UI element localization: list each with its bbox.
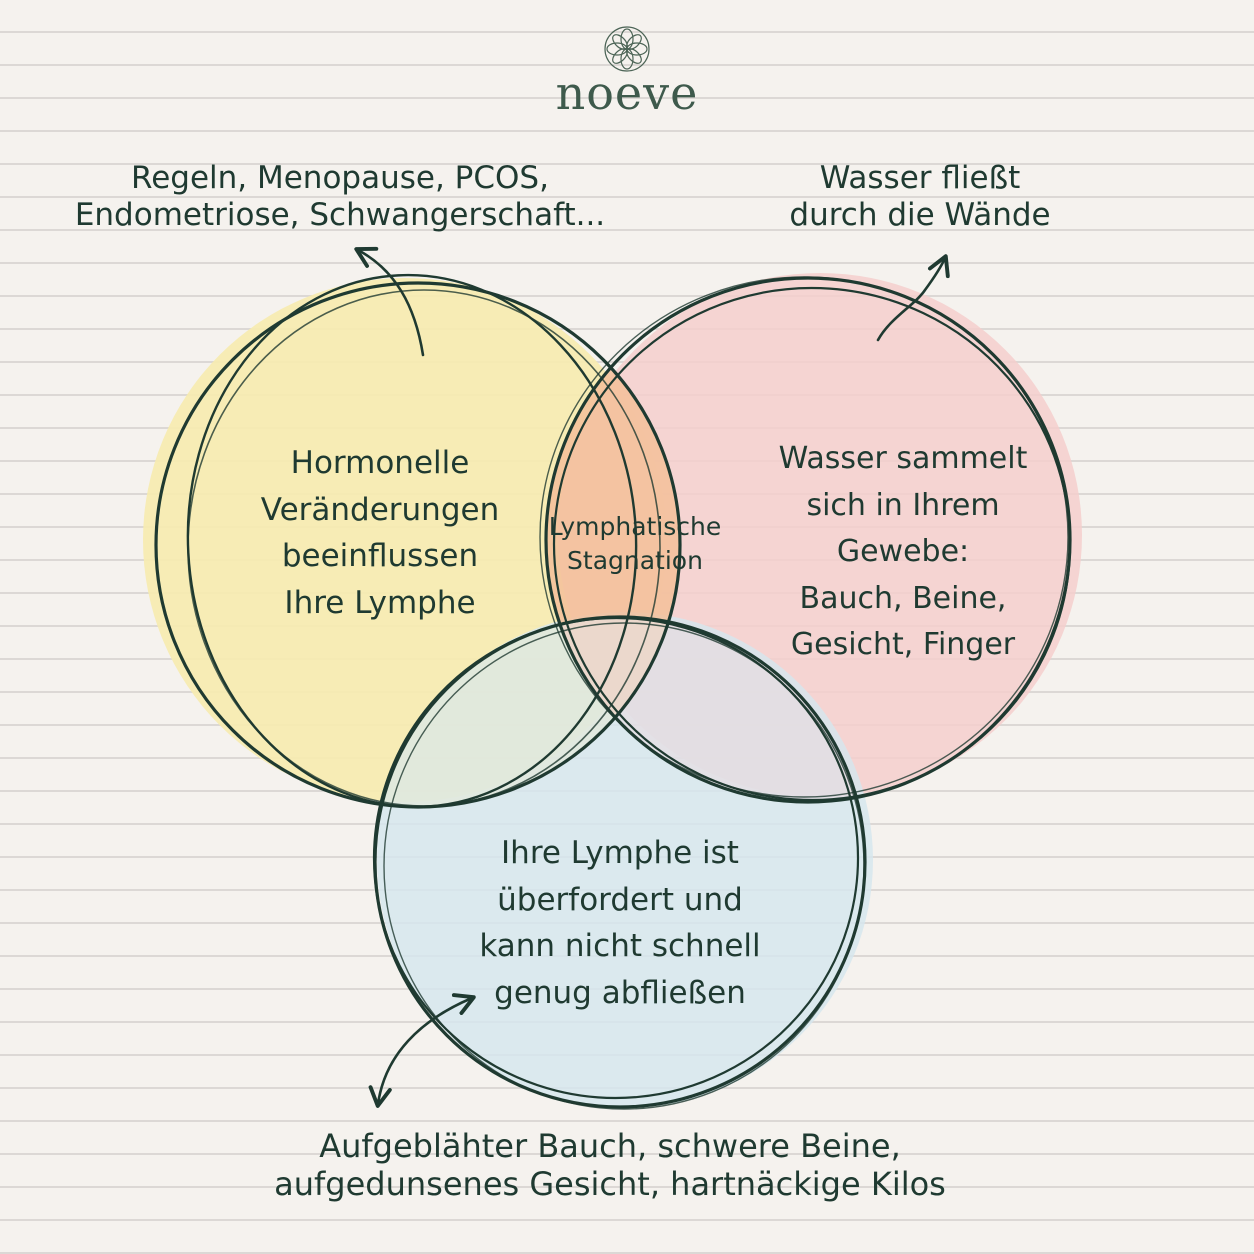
arrow-hormones-annotation — [354, 246, 425, 357]
lymph-annotation: Aufgeblähter Bauch, schwere Beine, aufge… — [274, 1127, 946, 1203]
arrow-lymph-annotation — [368, 993, 476, 1108]
blue-circle-outline — [372, 615, 867, 1110]
flower-icon — [604, 26, 650, 72]
arrow-water-annotation — [876, 254, 950, 342]
water-label: Wasser sammelt sich in Ihrem Gewebe: Bau… — [778, 441, 1028, 662]
hormones-label: Hormonelle Veränderungen beeinflussen Ih… — [260, 445, 500, 621]
center-label: Lymphatische Stagnation — [548, 512, 722, 575]
lymph-label: Ihre Lymphe ist überfordert und kann nic… — [479, 835, 761, 1011]
red-circle-outline — [539, 276, 1072, 804]
brand-name: noeve — [555, 66, 699, 120]
hormones-annotation: Regeln, Menopause, PCOS, Endometriose, S… — [74, 160, 606, 233]
water-annotation: Wasser fließt durch die Wände — [789, 160, 1051, 233]
yellow-blue-overlap — [375, 617, 680, 807]
red-blue-overlap — [546, 617, 865, 802]
yellow-circle-outline — [154, 273, 682, 809]
